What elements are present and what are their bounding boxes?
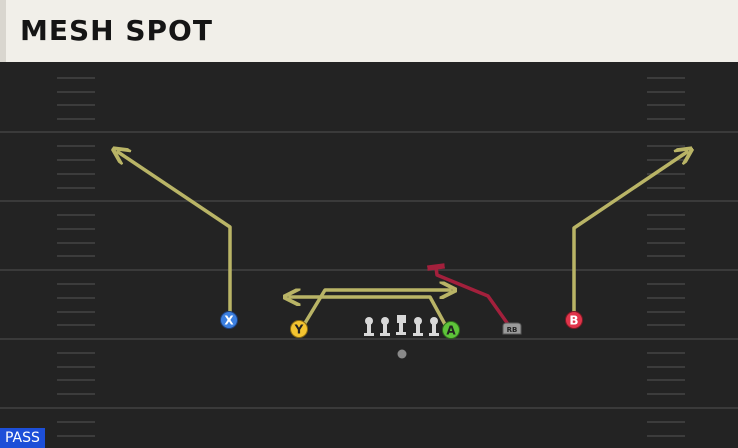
player-x[interactable]: X	[220, 311, 238, 329]
player-b-label: B	[569, 314, 578, 328]
player-rb-label: RB	[507, 326, 518, 334]
player-a-label: A	[446, 324, 456, 338]
route-x	[118, 152, 232, 322]
offensive-line	[364, 315, 439, 336]
route-rb	[426, 263, 512, 329]
route-b	[572, 152, 687, 322]
field-diagram: X Y A B RB	[0, 77, 738, 437]
routes	[118, 152, 687, 330]
lineman-rg	[413, 317, 423, 336]
player-b[interactable]: B	[565, 311, 583, 329]
play-field: X Y A B RB	[0, 62, 738, 448]
player-y[interactable]: Y	[290, 320, 308, 338]
lineman-lg	[380, 317, 390, 336]
player-x-label: X	[224, 314, 234, 328]
yard-lines	[0, 131, 738, 409]
route-y	[300, 290, 450, 330]
route-a	[290, 297, 449, 330]
hash-marks-left	[57, 77, 95, 437]
player-a[interactable]: A	[442, 321, 460, 339]
qb-marker	[397, 349, 407, 359]
player-y-label: Y	[294, 323, 304, 337]
play-type-badge: PASS	[0, 428, 45, 448]
lineman-lt	[364, 317, 374, 336]
play-header: MESH SPOT	[0, 0, 738, 62]
play-title: MESH SPOT	[20, 14, 213, 47]
lineman-c	[396, 315, 406, 335]
lineman-rt	[429, 317, 439, 336]
hash-marks-right	[647, 77, 685, 437]
header-accent	[0, 0, 6, 62]
player-rb[interactable]: RB	[502, 322, 522, 335]
